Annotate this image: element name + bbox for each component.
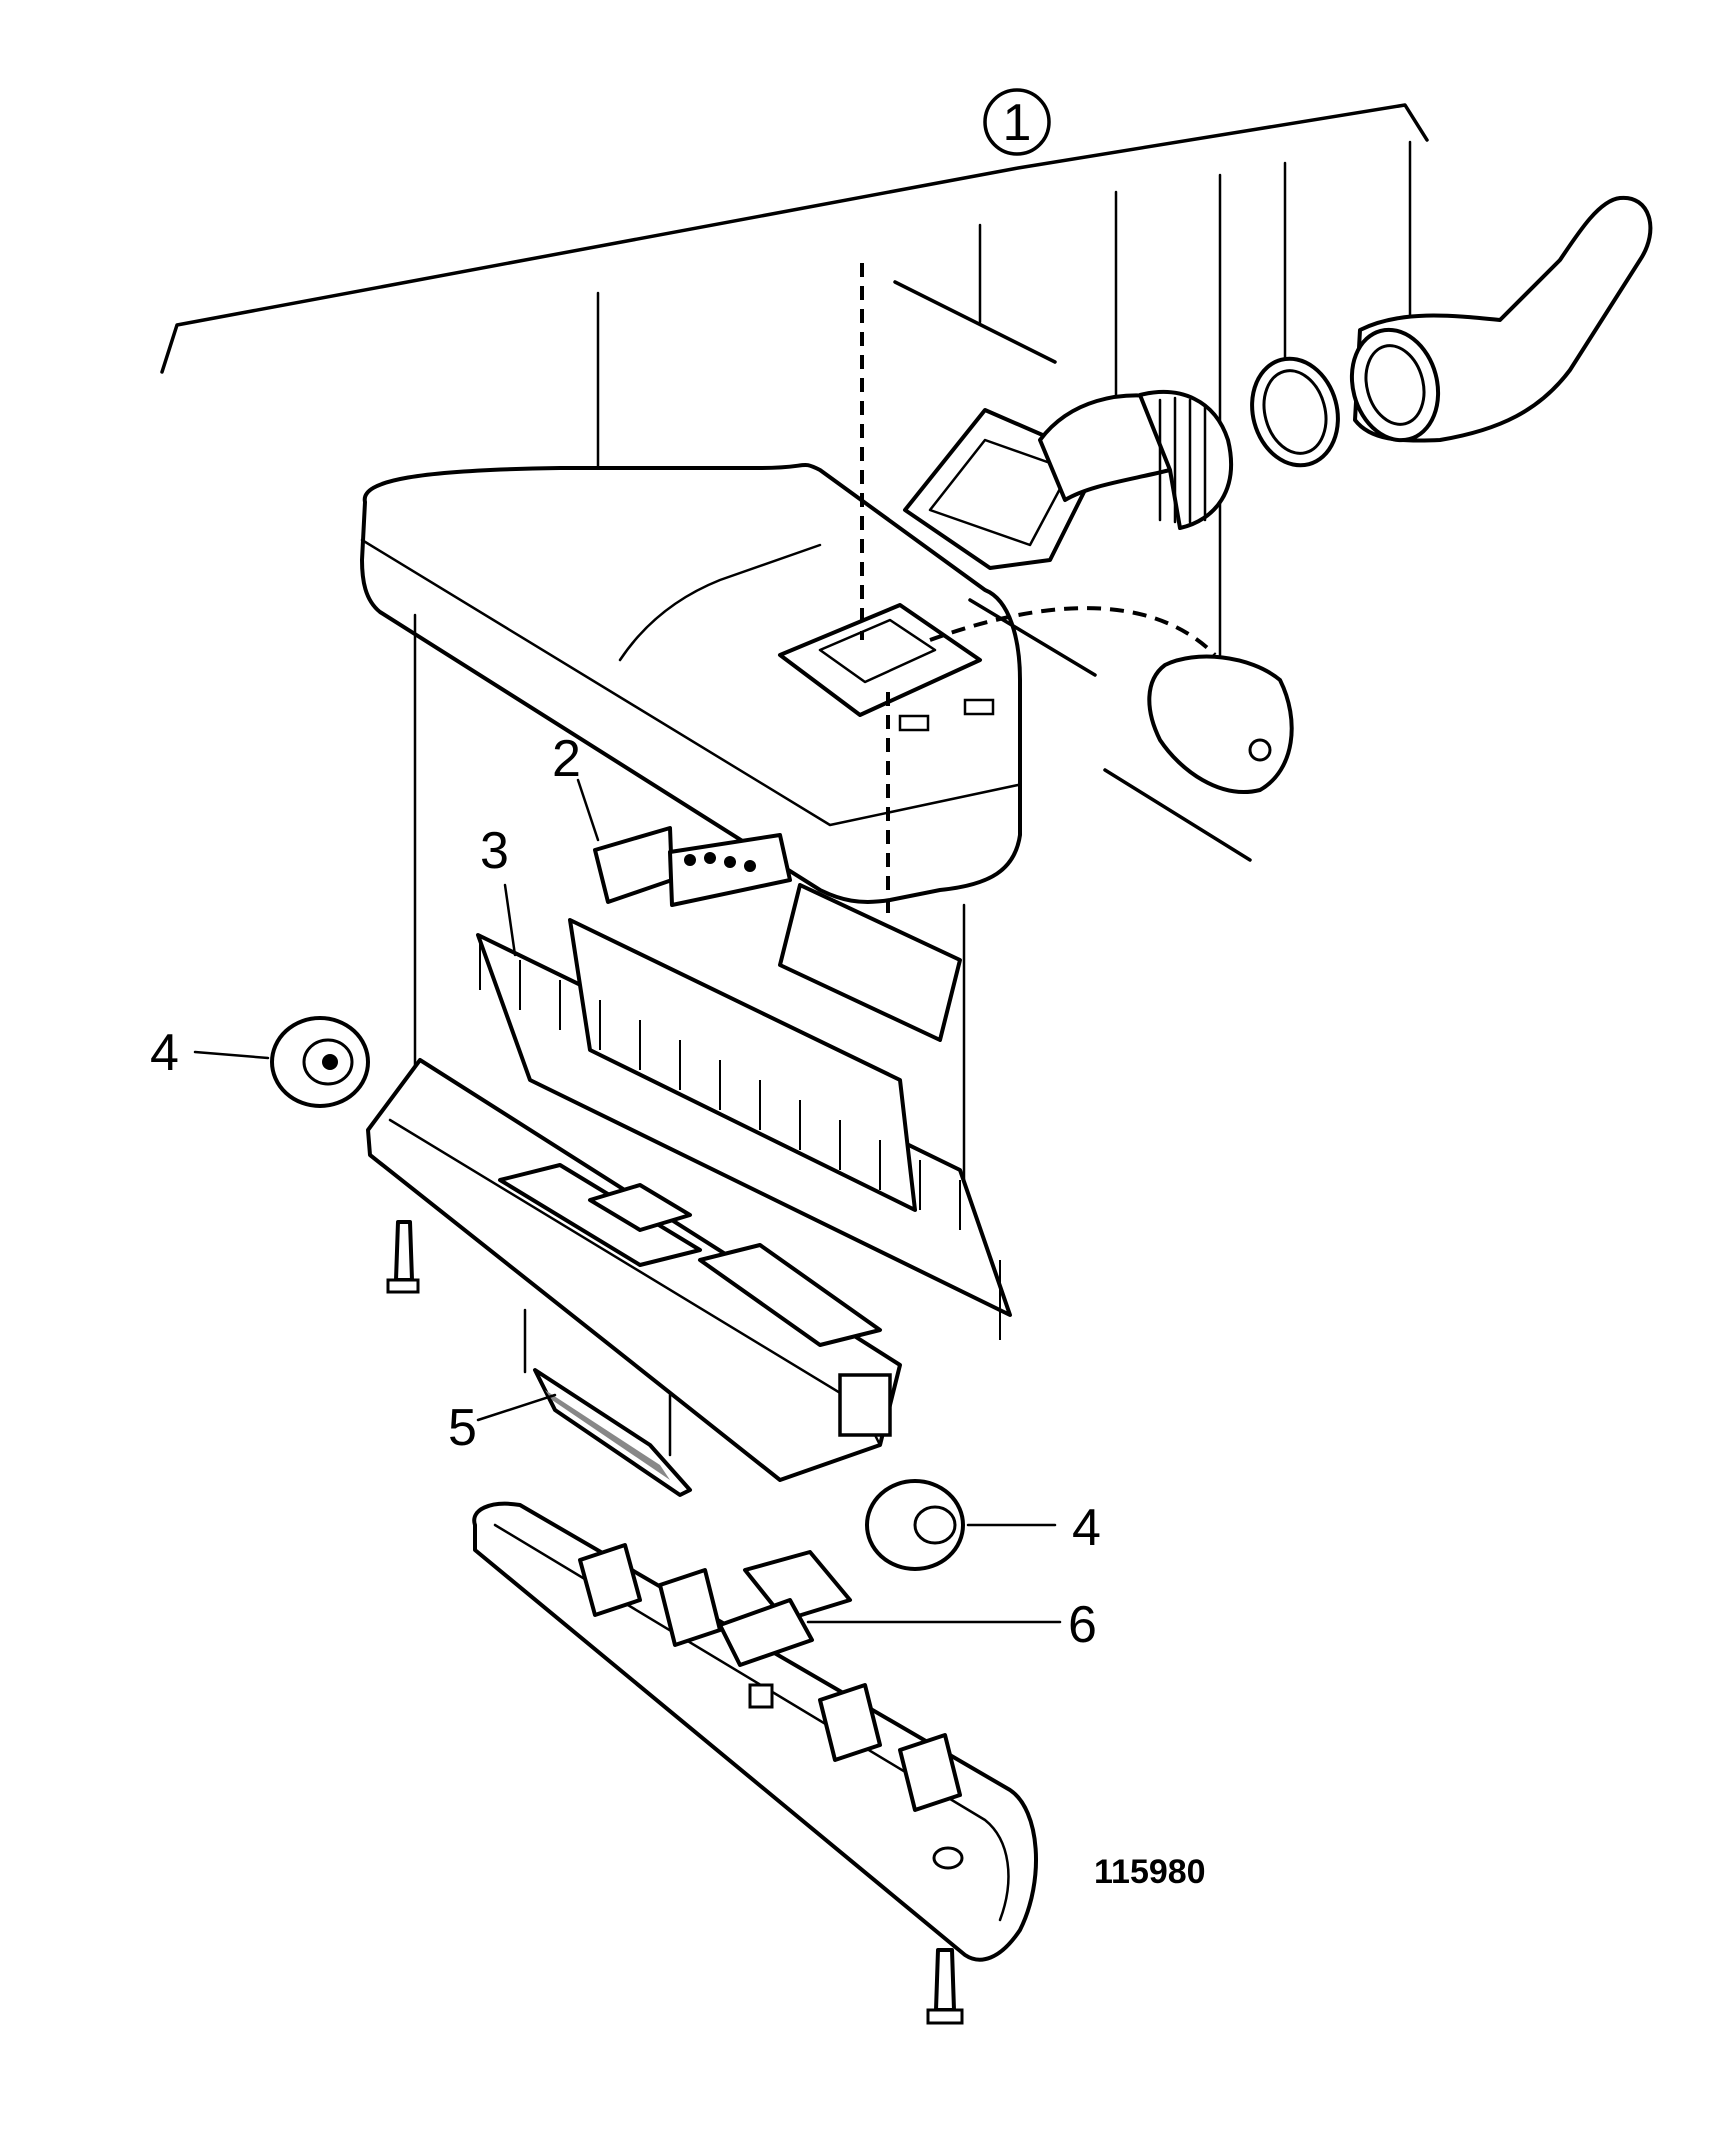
- swivel-yoke: [903, 390, 1234, 570]
- callout-6: 6: [1068, 1596, 1097, 1654]
- sealing-ring: [1250, 356, 1340, 468]
- wheel-right: [865, 1479, 965, 1571]
- hinge-pins: [893, 280, 1252, 862]
- svg-text:1: 1: [1003, 94, 1032, 152]
- wheel-left: [270, 1016, 370, 1108]
- callout-2: 2: [552, 730, 581, 788]
- callout-labels: 2 3 4 5 4 6: [150, 730, 1101, 1654]
- callout-4-left: 4: [150, 1024, 179, 1082]
- stopper-plug: [1147, 654, 1294, 794]
- screw-left: [386, 1220, 420, 1294]
- gasket-pad: [523, 1308, 692, 1497]
- callout-5: 5: [448, 1399, 477, 1457]
- brush-strip: [476, 883, 1012, 1340]
- drawing-number: 115980: [1094, 1853, 1206, 1891]
- spring-catch: [593, 826, 792, 907]
- assembly-bracket: [160, 103, 1429, 662]
- callout-3: 3: [480, 822, 509, 880]
- latch-slider: [718, 1550, 852, 1667]
- callout-1: 1: [983, 88, 1051, 156]
- nozzle-housing: [360, 462, 1022, 904]
- base-frame: [366, 1058, 902, 1482]
- screw-bottom: [926, 1948, 964, 2025]
- callout-4-right: 4: [1072, 1499, 1101, 1557]
- leader-lines: [193, 778, 1062, 1624]
- brush-bristles: [479, 940, 1001, 1340]
- bottom-plate: [472, 1501, 1038, 1962]
- bent-tube: [1349, 195, 1653, 443]
